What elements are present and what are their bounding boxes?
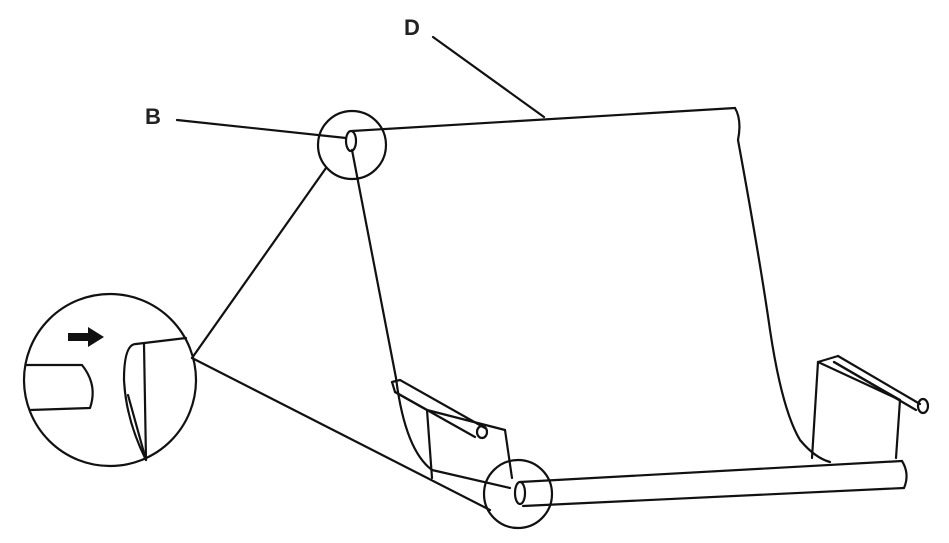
detail-connector-lines: [190, 166, 492, 512]
arrow-right-icon: [68, 327, 104, 347]
label-d: D: [404, 15, 420, 40]
label-b: B: [145, 104, 161, 129]
bottom-rod: [513, 459, 908, 508]
fabric-sling: [350, 148, 512, 490]
leader-line-b: [175, 118, 348, 140]
fabric-right-edge: [733, 106, 832, 464]
left-bracket: [390, 378, 514, 480]
zoom-circle-top: [316, 109, 388, 181]
right-bracket: [810, 354, 930, 460]
zoom-circle-bottom: [482, 458, 554, 530]
top-rod: [344, 106, 737, 153]
leader-line-d: [431, 35, 546, 119]
detail-inset: [22, 292, 198, 468]
